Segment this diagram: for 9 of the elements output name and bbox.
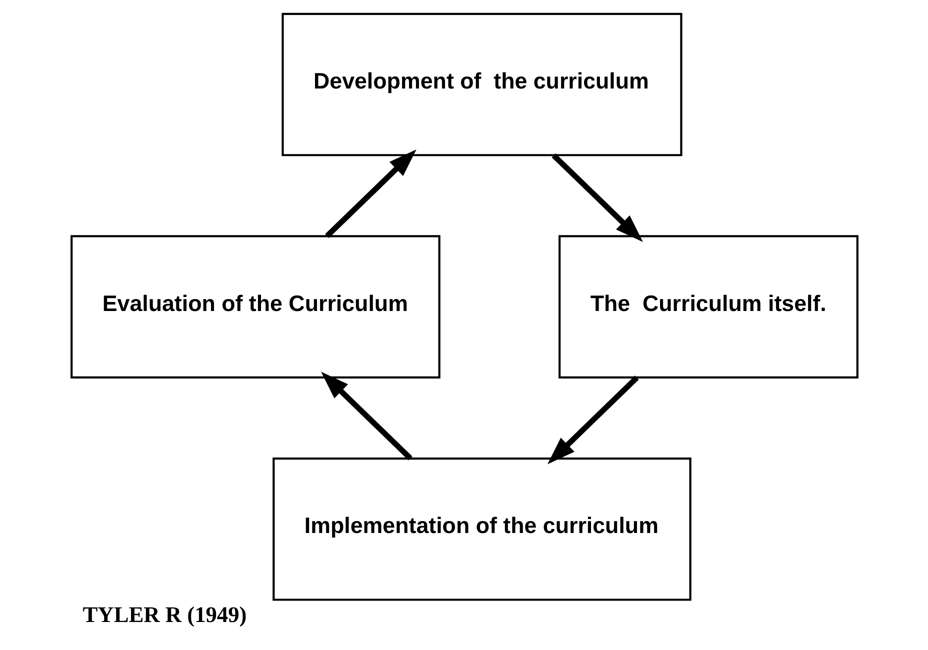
node-box: Evaluation of the Curriculum <box>70 235 440 378</box>
node-box: Implementation of the curriculum <box>272 457 691 601</box>
arrow <box>551 153 642 242</box>
arrow <box>320 372 412 460</box>
node-box: The Curriculum itself. <box>558 235 858 378</box>
caption: TYLER R (1949) <box>82 602 246 627</box>
arrow <box>546 376 638 464</box>
node-box: Development of the curriculum <box>281 12 682 156</box>
arrow <box>324 149 416 238</box>
